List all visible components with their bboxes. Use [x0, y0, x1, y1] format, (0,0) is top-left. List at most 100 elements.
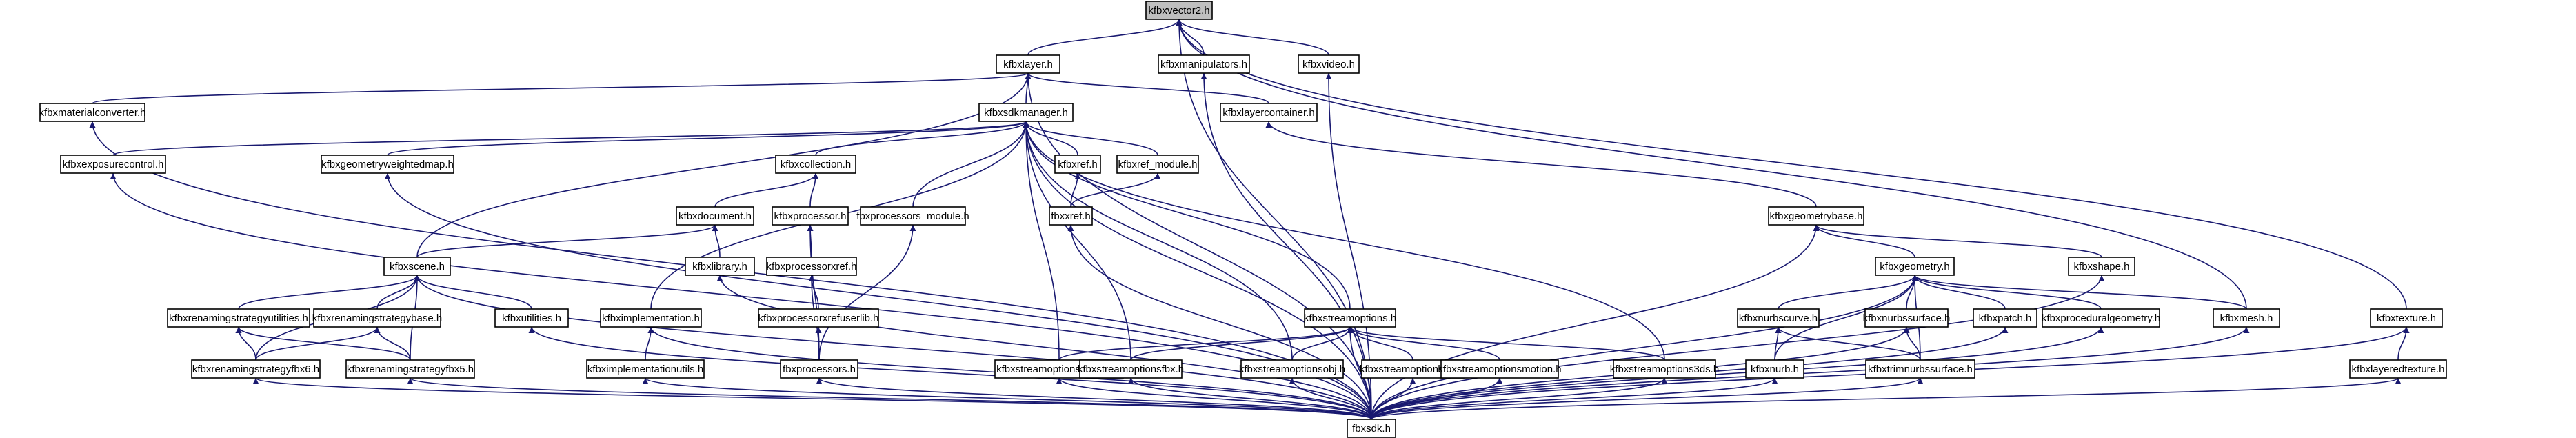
node-kfbxgeometryweightedmap-h[interactable]: kfbxgeometryweightedmap.h	[321, 155, 454, 174]
node-label: kfbxprocessorxref.h	[767, 261, 857, 272]
node-kfbxlayercontainer-h[interactable]: kfbxlayercontainer.h	[1220, 103, 1318, 122]
edge-kfbxrenamingstrategyfbx5-h-to-kfbxrenamingstrategyutilities-h	[235, 326, 411, 361]
node-kfbxproceduralgeometry-h[interactable]: kfbxproceduralgeometry.h	[2042, 308, 2160, 328]
node-box	[1440, 359, 1559, 379]
node-kfbxprocessorxref-h[interactable]: kfbxprocessorxref.h	[766, 257, 857, 276]
node-fbxprocessors-h[interactable]: fbxprocessors.h	[780, 359, 858, 379]
node-label: kfbxvideo.h	[1302, 59, 1355, 70]
node-kfbxcollection-h[interactable]: kfbxcollection.h	[775, 155, 856, 174]
node-box	[685, 257, 755, 276]
edge-kfbxprocessor-h-to-kfbxcollection-h	[809, 172, 819, 208]
node-box	[1298, 54, 1360, 74]
edge-kfbxref-h-to-kfbxsdkmanager-h	[1023, 121, 1078, 156]
edge-kfbxgeometryweightedmap-h-to-kfbxsdkmanager-h	[387, 121, 1029, 156]
node-kfbxutilities-h[interactable]: kfbxutilities.h	[494, 308, 569, 328]
node-label: kfbxstreamoptionsfbx.h	[1078, 364, 1184, 375]
node-kfbxstreamoptionsobj-h[interactable]: kfbxstreamoptionsobj.h	[1239, 359, 1345, 379]
edge-kfbxtrimnurbssurface-h-to-kfbxnurbscurve-h	[1775, 326, 1921, 361]
edge-fbxsdk-h-to-kfbxlayeredtexture-h	[1371, 377, 2402, 420]
node-label: kfbxshape.h	[2074, 261, 2130, 272]
edges-layer	[89, 19, 2410, 420]
node-kfbxsdkmanager-h[interactable]: kfbxsdkmanager.h	[978, 103, 1074, 122]
edge-fbxsdk-h-to-kfbxstreamoptionsdxf-h	[1371, 377, 1416, 420]
edge-kfbxmaterialconverter-h-to-kfbxlayer-h	[92, 72, 1031, 104]
node-kfbxmaterialconverter-h[interactable]: kfbxmaterialconverter.h	[39, 103, 146, 122]
node-label: kfbxtrimnurbssurface.h	[1868, 364, 1973, 375]
node-label: kfbxstreamoptionsmotion.h	[1438, 364, 1561, 375]
node-kfbxrenamingstrategybase-h[interactable]: kfbxrenamingstrategybase.h	[312, 308, 442, 328]
node-box	[2213, 308, 2280, 328]
edge-kfbxrenamingstrategyutilities-h-to-kfbxscene-h	[238, 275, 421, 310]
edge-fbxsdk-h-to-kfbxstreamoptionsfbx-h	[1127, 377, 1372, 420]
node-kfbxexposurecontrol-h[interactable]: kfbxexposurecontrol.h	[60, 155, 166, 174]
node-kfbxtexture-h[interactable]: kfbxtexture.h	[2370, 308, 2443, 328]
node-kfbxnurb-h[interactable]: kfbxnurb.h	[1745, 359, 1804, 379]
node-kfbxshape-h[interactable]: kfbxshape.h	[2068, 257, 2135, 276]
node-label: kfbxref.h	[1058, 159, 1098, 170]
edge-fbxsdk-h-to-kfbxvector2-h	[1176, 19, 1372, 420]
node-fbxprocessors-module-h[interactable]: fbxprocessors_module.h	[856, 206, 969, 226]
node-box	[1768, 206, 1864, 226]
edge-kfbxrenamingstrategyfbx6-h-to-kfbxrenamingstrategybase-h	[255, 326, 381, 361]
node-kfbxprocessorxrefuserlib-h[interactable]: kfbxprocessorxrefuserlib.h	[758, 308, 879, 328]
node-label: kfbxstreamoptions3ds.h	[1610, 364, 1719, 375]
node-box	[1864, 308, 1949, 328]
edge-kfbxmesh-h-to-kfbxvector2-h	[1176, 19, 2247, 310]
node-box	[383, 257, 451, 276]
node-kfbxnurbssurface-h[interactable]: kfbxnurbssurface.h	[1863, 308, 1951, 328]
node-kfbxrenamingstrategyfbx6-h[interactable]: kfbxrenamingstrategyfbx6.h	[191, 359, 321, 379]
edge-kfbxvideo-h-to-kfbxvector2-h	[1176, 19, 1329, 56]
node-label: kfbxref_module.h	[1118, 159, 1197, 170]
nodes-layer: kfbxvector2.h kfbxlayer.h kfbxmanipulators…	[39, 1, 2447, 438]
node-kfbxscene-h[interactable]: kfbxscene.h	[383, 257, 451, 276]
node-kfbxvector2-h[interactable]: kfbxvector2.h	[1145, 1, 1213, 20]
edge-fbxsdk-h-to-kfbxvideo-h	[1325, 72, 1372, 420]
node-box	[2349, 359, 2447, 379]
node-box	[1079, 359, 1183, 379]
node-kfbxtrimnurbssurface-h[interactable]: kfbxtrimnurbssurface.h	[1865, 359, 1975, 379]
node-label: kfbxscene.h	[390, 261, 445, 272]
node-kfbxpatch-h[interactable]: kfbxpatch.h	[1973, 308, 2037, 328]
node-kfbximplementation-h[interactable]: kfbximplementation.h	[600, 308, 702, 328]
node-kfbxnurbscurve-h[interactable]: kfbxnurbscurve.h	[1737, 308, 1820, 328]
node-kfbxref-h[interactable]: kfbxref.h	[1054, 155, 1101, 174]
edge-kfbxtrimnurbssurface-h-to-kfbxnurbssurface-h	[1903, 326, 1921, 361]
node-kfbxref-module-h[interactable]: kfbxref_module.h	[1116, 155, 1199, 174]
node-label: kfbxproceduralgeometry.h	[2042, 312, 2160, 324]
node-kfbxlayer-h[interactable]: kfbxlayer.h	[996, 54, 1060, 74]
node-kfbxlibrary-h[interactable]: kfbxlibrary.h	[685, 257, 755, 276]
edge-fbxsdk-h-to-kfbxscene-h	[414, 275, 1372, 420]
node-kfbxvideo-h[interactable]: kfbxvideo.h	[1298, 54, 1360, 74]
node-kfbxprocessor-h[interactable]: kfbxprocessor.h	[772, 206, 849, 226]
node-kfbxstreamoptions3ds-h[interactable]: kfbxstreamoptions3ds.h	[1610, 359, 1719, 379]
node-kfbxgeometrybase-h[interactable]: kfbxgeometrybase.h	[1768, 206, 1864, 226]
node-kfbxlayeredtexture-h[interactable]: kfbxlayeredtexture.h	[2349, 359, 2447, 379]
edge-kfbxmanipulators-h-to-kfbxvector2-h	[1176, 19, 1205, 56]
node-box	[345, 359, 475, 379]
node-box	[780, 359, 858, 379]
node-label: kfbxnurbscurve.h	[1739, 312, 1818, 324]
node-kfbxrenamingstrategyfbx5-h[interactable]: kfbxrenamingstrategyfbx5.h	[345, 359, 475, 379]
edge-fbxsdk-h-to-kfbxnurb-h	[1371, 377, 1778, 420]
node-label: kfbxstreamoptionsobj.h	[1239, 364, 1345, 375]
node-kfbxrenamingstrategyutilities-h[interactable]: kfbxrenamingstrategyutilities.h	[167, 308, 310, 328]
edge-fbxsdk-h-to-kfbxsdkmanager-h	[1023, 121, 1372, 420]
node-fbxxref-h[interactable]: fbxxref.h	[1049, 206, 1093, 226]
node-kfbxstreamoptions-h[interactable]: kfbxstreamoptions.h	[1304, 308, 1396, 328]
edge-fbxxref-h-to-kfbxref-h	[1070, 172, 1081, 208]
node-box	[1220, 103, 1318, 122]
node-kfbxstreamoptionsfbx-h[interactable]: kfbxstreamoptionsfbx.h	[1078, 359, 1184, 379]
node-kfbximplementationutils-h[interactable]: kfbximplementationutils.h	[586, 359, 705, 379]
node-kfbxmesh-h[interactable]: kfbxmesh.h	[2213, 308, 2280, 328]
edge-kfbxgeometry-h-to-kfbxgeometrybase-h	[1813, 224, 1915, 258]
node-box	[1865, 359, 1975, 379]
edge-fbxsdk-h-to-kfbxlibrary-h	[716, 275, 1372, 420]
node-kfbxdocument-h[interactable]: kfbxdocument.h	[676, 206, 754, 226]
node-box	[2370, 308, 2443, 328]
node-fbxsdk-h[interactable]: fbxsdk.h	[1347, 419, 1396, 438]
node-box	[167, 308, 310, 328]
node-kfbxstreamoptionsmotion-h[interactable]: kfbxstreamoptionsmotion.h	[1438, 359, 1562, 379]
node-kfbxgeometry-h[interactable]: kfbxgeometry.h	[1875, 257, 1955, 276]
node-kfbxmanipulators-h[interactable]: kfbxmanipulators.h	[1158, 54, 1250, 74]
